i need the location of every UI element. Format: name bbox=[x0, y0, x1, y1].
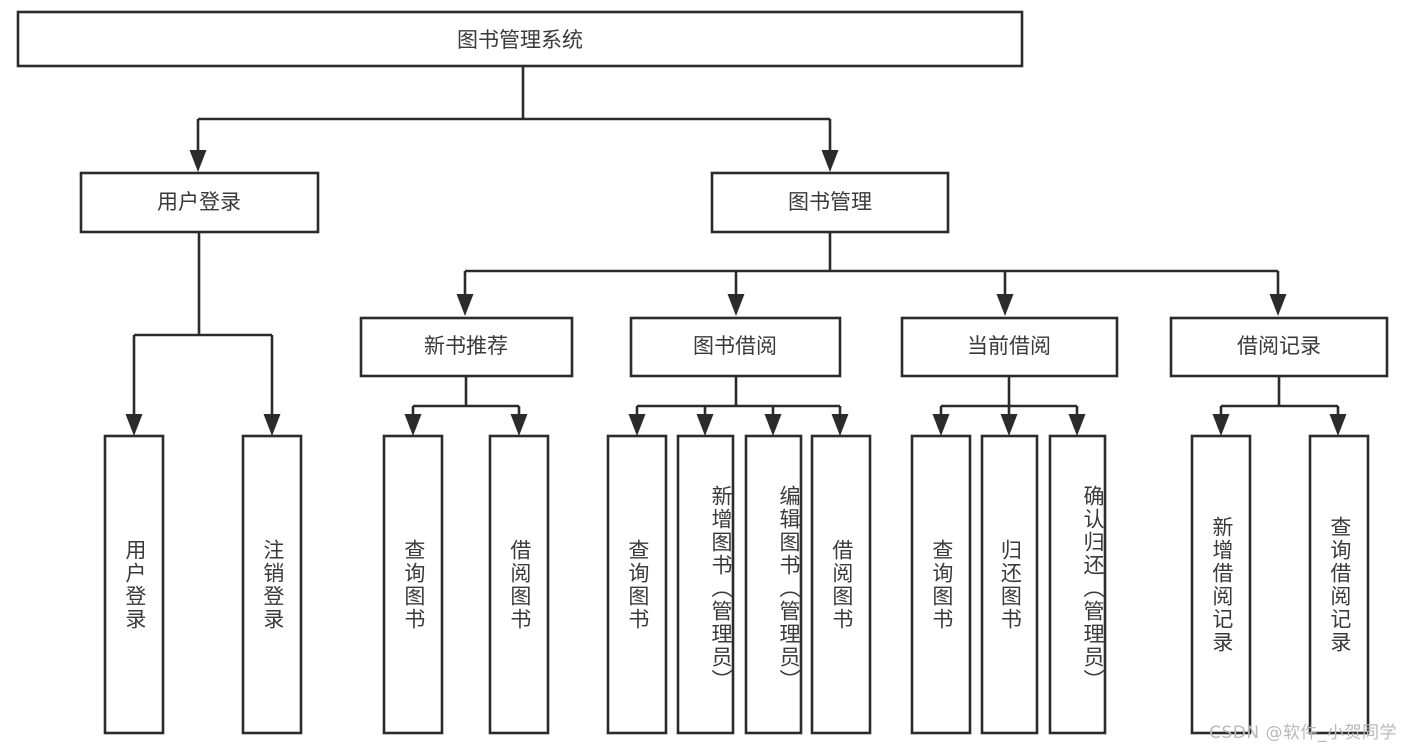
node-label-new-book-rec: 新书推荐 bbox=[424, 334, 508, 358]
arrow-book-borrow bbox=[727, 294, 745, 316]
node-label-user-login: 用户登录 bbox=[157, 190, 241, 214]
node-box-new-book-rec[interactable] bbox=[359, 316, 574, 378]
node-box-leaf-edit-book[interactable] bbox=[744, 434, 803, 735]
arrow-leaf-query-record bbox=[1329, 414, 1347, 436]
node-box-leaf-borrow-book-1[interactable] bbox=[488, 434, 550, 735]
node-box-leaf-query-book-2[interactable] bbox=[606, 434, 668, 735]
arrow-leaf-user-login bbox=[125, 414, 143, 436]
arrow-leaf-edit-book bbox=[764, 414, 782, 436]
arrow-current-borrow bbox=[996, 294, 1014, 316]
node-label-book-borrow: 图书借阅 bbox=[693, 334, 777, 358]
node-label-current-borrow: 当前借阅 bbox=[967, 334, 1051, 358]
arrow-leaf-add-book bbox=[696, 414, 714, 436]
arrow-leaf-query-book-3 bbox=[932, 414, 950, 436]
edge-group-book-borrow bbox=[628, 376, 849, 436]
node-box-current-borrow[interactable] bbox=[900, 316, 1119, 378]
arrow-leaf-return-book bbox=[1000, 414, 1018, 436]
node-box-book-borrow[interactable] bbox=[629, 316, 842, 378]
arrow-book-manage bbox=[821, 150, 839, 172]
node-box-leaf-query-book-3[interactable] bbox=[910, 434, 972, 735]
node-label-root: 图书管理系统 bbox=[457, 28, 583, 52]
arrow-leaf-borrow-book-2 bbox=[831, 414, 849, 436]
arrow-borrow-record bbox=[1269, 294, 1287, 316]
node-label-borrow-record: 借阅记录 bbox=[1237, 334, 1321, 358]
node-box-leaf-logout[interactable] bbox=[241, 434, 303, 735]
arrow-leaf-logout bbox=[263, 414, 281, 436]
node-box-book-manage[interactable] bbox=[710, 171, 950, 234]
edge-group-borrow-record bbox=[1212, 376, 1347, 436]
node-box-leaf-confirm-return[interactable] bbox=[1048, 434, 1107, 735]
edge-group-user-login bbox=[125, 232, 281, 436]
node-box-borrow-record[interactable] bbox=[1169, 316, 1389, 378]
node-box-leaf-borrow-book-2[interactable] bbox=[810, 434, 872, 735]
edge-group-book-manage bbox=[456, 232, 1287, 316]
node-box-leaf-add-book[interactable] bbox=[676, 434, 735, 735]
arrow-leaf-confirm-return bbox=[1068, 414, 1086, 436]
arrow-new-book-rec bbox=[456, 294, 474, 316]
node-box-user-login[interactable] bbox=[79, 171, 320, 234]
node-label-book-manage: 图书管理 bbox=[788, 190, 872, 214]
edge-group-new-book-rec bbox=[404, 376, 528, 436]
edge-group-root bbox=[189, 66, 839, 172]
watermark-text: CSDN @软件_小贺同学 bbox=[1209, 723, 1397, 743]
arrow-leaf-query-book-1 bbox=[404, 414, 422, 436]
node-box-leaf-return-book[interactable] bbox=[980, 434, 1039, 735]
edge-group-current-borrow bbox=[932, 376, 1086, 436]
node-box-leaf-query-book-1[interactable] bbox=[382, 434, 444, 735]
arrow-user-login bbox=[189, 150, 207, 172]
node-box-leaf-add-record[interactable] bbox=[1190, 434, 1252, 735]
node-box-leaf-query-record[interactable] bbox=[1308, 434, 1370, 735]
arrow-leaf-borrow-book-1 bbox=[510, 414, 528, 436]
arrow-leaf-query-book-2 bbox=[628, 414, 646, 436]
arrow-leaf-add-record bbox=[1212, 414, 1230, 436]
node-box-root[interactable] bbox=[16, 10, 1024, 68]
node-box-leaf-user-login[interactable] bbox=[103, 434, 165, 735]
